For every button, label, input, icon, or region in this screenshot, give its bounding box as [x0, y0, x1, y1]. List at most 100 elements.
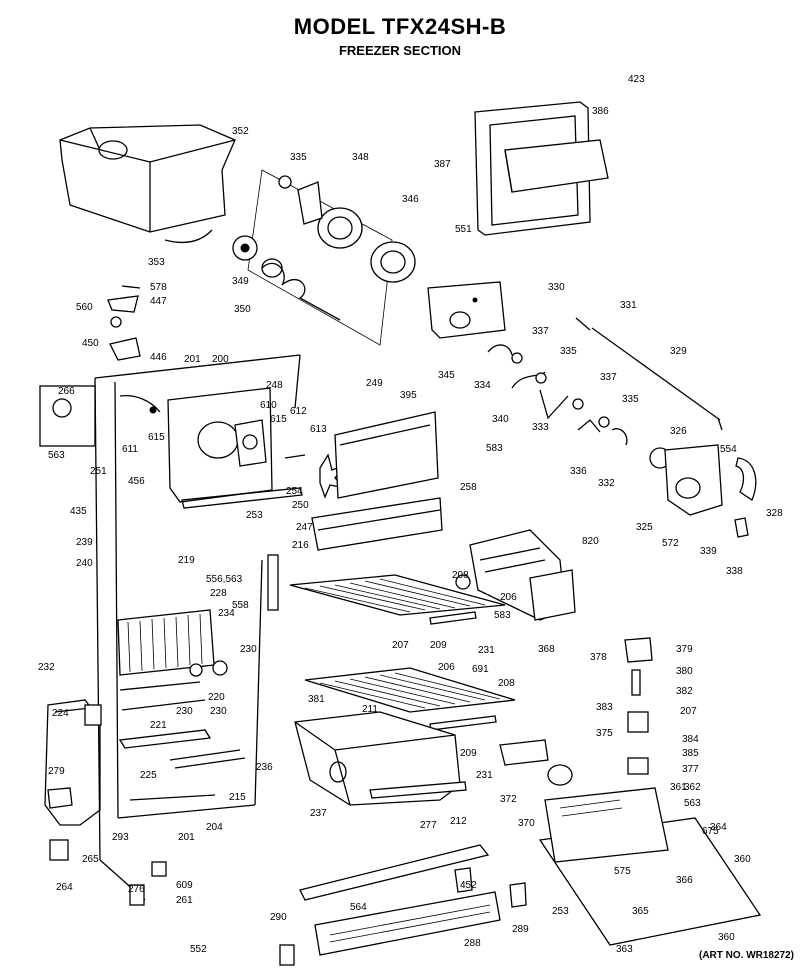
part-label: 349: [232, 276, 249, 287]
part-label: 383: [596, 702, 613, 713]
part-label: 228: [210, 588, 227, 599]
part-label: 360: [718, 932, 735, 943]
diagram-title: MODEL TFX24SH-B: [293, 14, 507, 39]
part-label: 609: [176, 880, 193, 891]
part-label: 340: [492, 414, 509, 425]
part-label: 560: [76, 302, 93, 313]
part-label: 250: [292, 500, 309, 511]
grille-258: [311, 497, 443, 551]
part-label: 200: [212, 354, 229, 365]
part-label: 209: [430, 640, 447, 651]
part-label: 261: [176, 895, 193, 906]
part-label: 212: [450, 816, 467, 827]
part-label: 289: [512, 924, 529, 935]
part-label: 352: [232, 126, 249, 137]
part-label: 335: [622, 394, 639, 405]
part-label: 370: [518, 818, 535, 829]
small-parts-left: [107, 285, 141, 361]
part-label: 231: [478, 645, 495, 656]
part-label: 208: [498, 678, 515, 689]
part-label: 381: [308, 694, 325, 705]
linkage-parts: [487, 317, 723, 446]
part-label: 452: [460, 880, 477, 891]
part-label: 231: [476, 770, 493, 781]
part-label: 204: [206, 822, 223, 833]
part-label: 207: [392, 640, 409, 651]
part-label: 450: [82, 338, 99, 349]
auger-motor-325: [649, 444, 757, 538]
part-label: 334: [474, 380, 491, 391]
part-label: 219: [178, 555, 195, 566]
part-label: 337: [532, 326, 549, 337]
part-label: 583: [494, 610, 511, 621]
part-label: 224: [52, 708, 69, 719]
part-label: 446: [150, 352, 167, 363]
part-label: 350: [234, 304, 251, 315]
part-label: 435: [70, 506, 87, 517]
part-label: 610: [260, 400, 277, 411]
part-label: 230: [210, 706, 227, 717]
part-label: 384: [682, 734, 699, 745]
part-label: 215: [229, 792, 246, 803]
part-label: 378: [590, 652, 607, 663]
part-label: 240: [76, 558, 93, 569]
part-label: 353: [148, 257, 165, 268]
part-label: 339: [700, 546, 717, 557]
part-label: 611: [122, 444, 138, 455]
freezer-basket-211: [294, 711, 467, 806]
part-label: 332: [598, 478, 615, 489]
part-label: 277: [420, 820, 437, 831]
part-label: 364: [710, 822, 727, 833]
part-label: 338: [726, 566, 743, 577]
part-label: 279: [48, 766, 65, 777]
part-label: 365: [632, 906, 649, 917]
part-label: 206: [500, 592, 517, 603]
part-label: 552: [190, 944, 207, 955]
wire-shelf-upper: [289, 574, 506, 625]
part-label: 368: [538, 644, 555, 655]
part-label: 366: [676, 875, 693, 886]
part-label: 362: [684, 782, 701, 793]
part-label: 220: [208, 692, 225, 703]
part-label: 583: [486, 443, 503, 454]
part-label: 578: [150, 282, 167, 293]
part-label: 346: [402, 194, 419, 205]
part-label: 575: [614, 866, 631, 877]
part-label: 253: [246, 510, 263, 521]
part-label: 208: [452, 570, 469, 581]
part-label: 247: [296, 522, 313, 533]
part-label: 691: [472, 664, 489, 675]
part-label: 253: [552, 906, 569, 917]
fan-bracket-345: [427, 281, 506, 339]
part-label: 345: [438, 370, 455, 381]
base-assembly: [49, 554, 762, 966]
part-label: 447: [150, 296, 167, 307]
part-label: 236: [256, 762, 273, 773]
part-label: 564: [350, 902, 367, 913]
auger-assembly: [232, 169, 416, 346]
part-label: 360: [734, 854, 751, 865]
part-label: 288: [464, 938, 481, 949]
part-label: 293: [112, 832, 129, 843]
part-label: 820: [582, 536, 599, 547]
wire-shelf-lower: [304, 667, 516, 731]
part-label: 551: [455, 224, 472, 235]
part-label: 387: [434, 159, 451, 170]
part-label: 276: [128, 884, 145, 895]
ice-bucket-352: [59, 124, 236, 244]
part-label: 265: [82, 854, 99, 865]
dispenser-cover-386: [474, 101, 609, 236]
part-label: 456: [128, 476, 145, 487]
part-label: 337: [600, 372, 617, 383]
part-label: 326: [670, 426, 687, 437]
part-label: 554: [720, 444, 737, 455]
drain-parts: [44, 699, 246, 826]
cabinet-liner-201: [39, 354, 301, 901]
part-label: 254: [286, 486, 303, 497]
part-label: 379: [676, 644, 693, 655]
part-label: 266: [58, 386, 75, 397]
part-label: 563: [684, 798, 701, 809]
part-label: 375: [596, 728, 613, 739]
